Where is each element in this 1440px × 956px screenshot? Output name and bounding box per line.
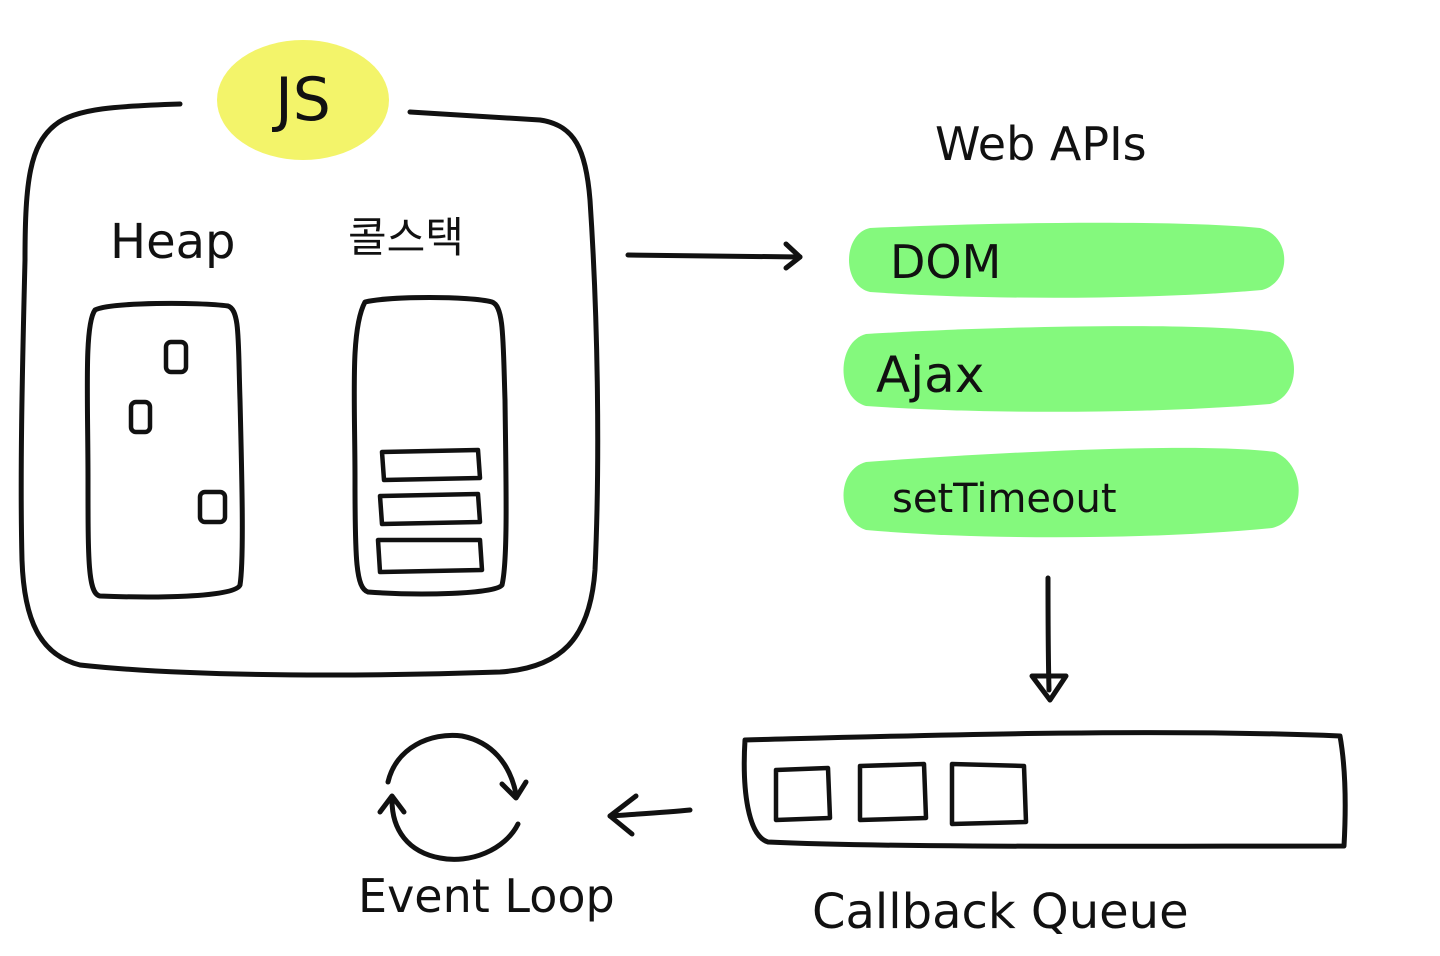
queue-item xyxy=(857,761,929,823)
web-api-item-dom: DOM xyxy=(890,235,1001,289)
js-engine-container xyxy=(18,101,601,678)
queue-item xyxy=(773,765,833,823)
arrow-engine-to-webapis xyxy=(625,241,803,271)
call-stack-section: 콜스택 xyxy=(348,213,509,597)
callback-queue-label: Callback Queue xyxy=(812,884,1189,940)
web-apis-section: Web APIs DOM Ajax setTimeout xyxy=(843,117,1299,538)
stack-frame xyxy=(377,491,483,527)
arrow-webapis-to-queue xyxy=(1029,575,1069,703)
web-api-item-ajax-bg xyxy=(843,326,1294,412)
heap-box xyxy=(84,300,245,600)
heap-label: Heap xyxy=(110,214,236,270)
js-badge-label: JS xyxy=(271,65,331,135)
callback-queue-section: Callback Queue xyxy=(741,730,1348,940)
callback-queue-box xyxy=(741,730,1348,849)
web-apis-title: Web APIs xyxy=(935,117,1147,171)
web-api-item-ajax: Ajax xyxy=(876,346,984,404)
queue-item xyxy=(949,761,1029,827)
heap-section: Heap xyxy=(84,214,245,600)
js-badge: JS xyxy=(217,40,389,160)
web-api-item-dom-bg xyxy=(849,222,1285,298)
js-badge-bg xyxy=(217,40,389,160)
web-api-item-settimeout-bg xyxy=(843,447,1299,538)
web-api-item-settimeout: setTimeout xyxy=(892,476,1117,522)
loop-icon xyxy=(377,732,529,862)
heap-object xyxy=(163,339,189,375)
stack-frame xyxy=(375,537,485,575)
call-stack-label: 콜스택 xyxy=(348,213,464,262)
event-loop-section: Event Loop xyxy=(358,732,615,923)
arrow-queue-to-eventloop xyxy=(607,793,693,837)
heap-object xyxy=(197,489,228,525)
event-loop-label: Event Loop xyxy=(358,869,615,923)
heap-object xyxy=(128,399,153,435)
call-stack-box xyxy=(351,295,509,597)
stack-frame xyxy=(379,447,483,483)
